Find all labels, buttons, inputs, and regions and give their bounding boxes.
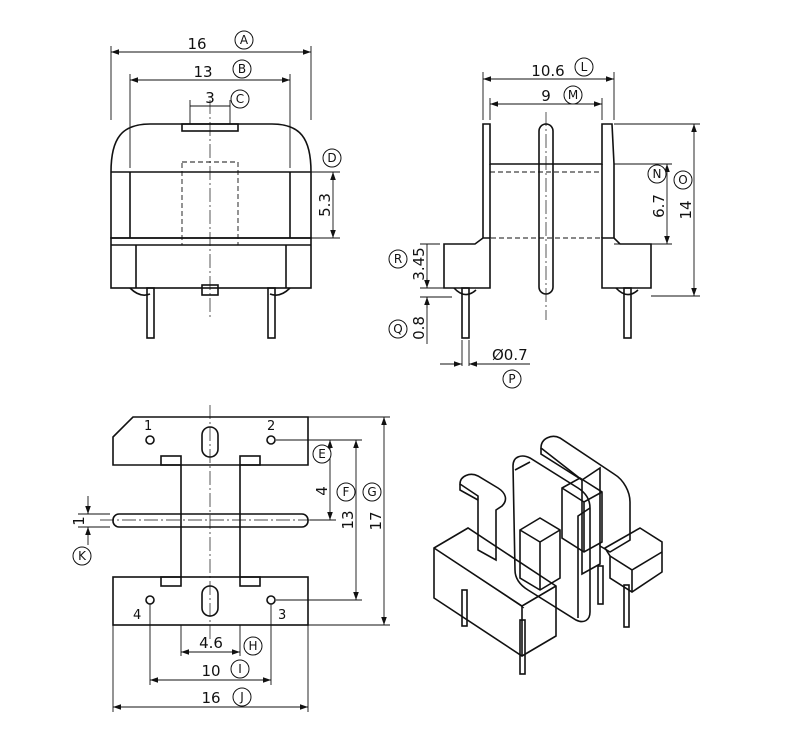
dimension-f: 13 F — [276, 439, 362, 601]
callout-e-circle — [312, 444, 332, 464]
pin-3-label: 3 — [278, 608, 286, 623]
pin-1-label: 1 — [144, 419, 152, 434]
callout-d-circle — [322, 148, 342, 168]
callout-c-circle — [230, 89, 250, 109]
dimension-n: 6.7 N — [614, 163, 672, 245]
callout-l-circle — [574, 57, 594, 77]
dim-a-value: 16 — [187, 35, 206, 53]
isometric-view — [433, 435, 663, 675]
dimension-k: 1 K — [70, 496, 110, 566]
dim-m-value: 9 — [541, 87, 551, 105]
dim-b-value: 13 — [193, 63, 212, 81]
dim-f-value: 13 — [339, 510, 357, 529]
callout-i-label: I — [238, 662, 242, 676]
dim-p-value: Ø0.7 — [492, 346, 528, 364]
callout-m-circle — [563, 85, 583, 105]
callout-b-circle — [232, 59, 252, 79]
callout-k-label: K — [78, 549, 87, 563]
callout-k-circle — [72, 546, 92, 566]
callout-r-label: R — [394, 252, 402, 266]
callout-r-circle — [388, 249, 408, 269]
pin-4-label: 4 — [133, 608, 141, 623]
callout-g-label: G — [367, 485, 376, 499]
dimension-r: 3.45 R — [388, 243, 440, 289]
callout-p-label: P — [508, 372, 515, 386]
dim-h-value: 4.6 — [199, 634, 223, 652]
dimension-p: Ø0.7 P — [440, 340, 530, 389]
dim-j-value: 16 — [201, 689, 220, 707]
dimension-l: 10.6 L — [482, 57, 615, 120]
dim-n-value: 6.7 — [650, 194, 668, 218]
callout-o-label: O — [678, 173, 687, 187]
bottom-view: 1 2 3 4 — [100, 405, 325, 640]
dim-i-value: 10 — [201, 662, 220, 680]
dimension-c: 3 C — [189, 89, 250, 124]
dimension-g: 17 G — [308, 416, 390, 626]
dim-c-value: 3 — [205, 89, 215, 107]
callout-n-circle — [647, 164, 667, 184]
dimension-e: 4 E — [276, 439, 336, 521]
dimension-i: 10 I — [149, 604, 272, 685]
callout-m-label: M — [568, 88, 578, 102]
callout-h-circle — [243, 636, 263, 656]
callout-e-label: E — [318, 447, 326, 461]
callout-q-circle — [388, 319, 408, 339]
callout-h-label: H — [248, 639, 257, 653]
dimension-b: 13 B — [129, 59, 291, 168]
callout-o-circle — [673, 170, 693, 190]
side-view — [443, 112, 652, 339]
dim-k-value: 1 — [70, 516, 88, 526]
callout-q-label: Q — [393, 322, 402, 336]
pin-2-label: 2 — [267, 419, 275, 434]
dim-e-value: 4 — [313, 486, 331, 496]
dimension-h: 4.6 H — [180, 625, 263, 656]
dim-q-value: 0.8 — [410, 316, 428, 340]
dimension-j: 16 J — [112, 625, 309, 712]
dimension-a: 16 A — [110, 30, 312, 120]
dim-d-value: 5.3 — [316, 193, 334, 217]
callout-l-label: L — [581, 60, 588, 74]
dimension-o: 14 O — [614, 123, 700, 297]
dimension-m: 9 M — [489, 85, 603, 120]
callout-a-circle — [234, 30, 254, 50]
callout-i-circle — [230, 659, 250, 679]
callout-p-circle — [502, 369, 522, 389]
dim-o-value: 14 — [677, 200, 695, 219]
callout-f-label: F — [343, 485, 350, 499]
callout-c-label: C — [236, 92, 244, 106]
callout-a-label: A — [240, 33, 249, 47]
dim-g-value: 17 — [367, 511, 385, 530]
front-view — [110, 100, 312, 339]
callout-j-circle — [232, 687, 252, 707]
callout-f-circle — [336, 482, 356, 502]
dim-r-value: 3.45 — [410, 247, 428, 280]
dim-l-value: 10.6 — [531, 62, 564, 80]
callout-b-label: B — [238, 62, 246, 76]
callout-n-label: N — [653, 167, 662, 181]
callout-d-label: D — [327, 151, 336, 165]
dimension-q: 0.8 Q — [388, 278, 452, 344]
callout-j-label: J — [239, 690, 244, 704]
callout-g-circle — [362, 482, 382, 502]
dimension-d: 5.3 D — [292, 148, 342, 239]
